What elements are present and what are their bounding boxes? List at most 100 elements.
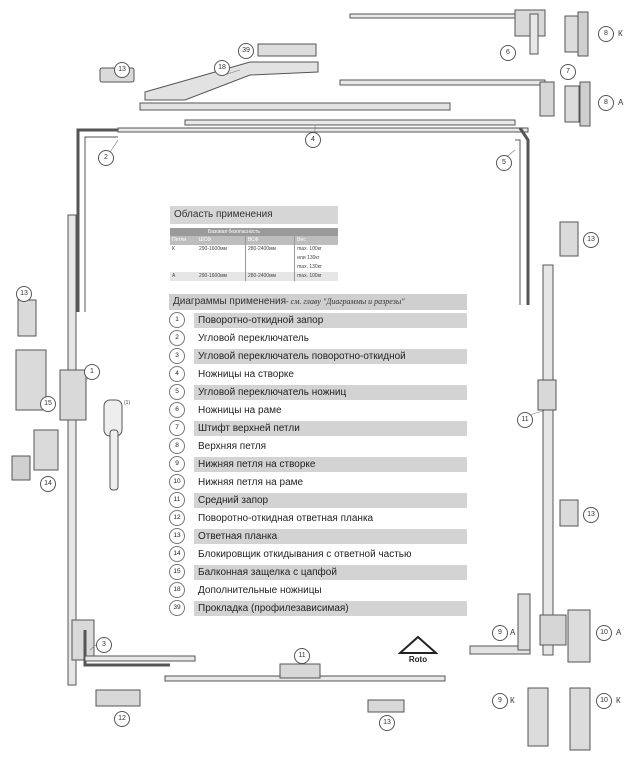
column-header: Вес [294,236,338,245]
item-number-badge: 8 [169,438,185,454]
spacer-part [257,43,317,57]
table-cell: max. 100кг [294,245,338,254]
item-number-badge: 7 [169,420,185,436]
item-label: Ножницы на створке [198,368,294,380]
item-label: Нижняя петля на раме [198,476,304,488]
item-number-badge: 9 [169,456,185,472]
callout-10: 10 [596,693,612,709]
list-item: 7 Штифт верхней петли [169,420,467,436]
list-item: 10 Нижняя петля на раме [169,474,467,490]
list-item: 11 Средний запор [169,492,467,508]
item-label: Дополнительные ножницы [198,584,322,596]
logo-text: Roto [409,655,427,664]
callout-9: 9 [492,693,508,709]
callout-10: 10 [596,625,612,641]
item-number-badge: 3 [169,348,185,364]
item-number-badge: 14 [169,546,185,562]
item-label: Угловой переключатель поворотно-откидной [194,348,467,364]
callout-7: 7 [560,64,576,80]
item-number-badge: 11 [169,492,185,508]
application-area-title: Область применения [170,206,338,224]
table-cell [244,254,295,263]
bottom-hinge-frame-a [539,609,591,663]
sash-scissors-part [139,102,516,126]
callout-letter-k: К [510,696,515,705]
item-number-badge: 10 [169,474,185,490]
item-number-badge: 5 [169,384,185,400]
list-item: 13 Ответная планка [169,528,467,544]
roto-logo: Roto [398,635,438,664]
table-cell: 290-1600мм [198,246,227,252]
item-label: Поворотно-откидной запор [194,312,467,328]
strike-plate-right-bottom [559,499,579,527]
item-number-badge: 18 [169,582,185,598]
list-item: 3 Угловой переключатель поворотно-откидно… [169,348,467,364]
callout-14: 14 [40,476,56,492]
callout-18: 18 [214,60,230,76]
tilt-blocker-strike [11,455,31,481]
table-cell [170,263,197,272]
bottom-hinge-frame-k [569,687,591,751]
diagrams-list: Диаграммы применения- см. главу "Диаграм… [169,294,467,616]
callout-3: 3 [96,637,112,653]
callout-letter-a: А [618,98,624,107]
table-cell: 290-1600мм [198,273,227,279]
callout-13: 13 [583,232,599,248]
table-cell: 280-2400мм [244,245,295,254]
callout-13: 13 [583,507,599,523]
item-label: Ножницы на раме [198,404,282,416]
list-item: 14 Блокировщик откидывания с ответной час… [169,546,467,562]
item-number-badge: 15 [169,564,185,580]
callout-8: 8 [598,26,614,42]
callout-13: 13 [379,715,395,731]
callout-8: 8 [598,95,614,111]
window-handle [103,399,123,491]
table-cell [244,263,295,272]
item-label: Штифт верхней петли [194,420,467,436]
table-cell: К [172,246,175,252]
item-label: Прокладка (профилезависимая) [194,600,467,616]
list-item: 4 Ножницы на створке [169,366,467,382]
item-label: Ответная планка [194,528,467,544]
callout-6: 6 [500,45,516,61]
tilt-blocker-part [33,429,59,471]
callout-letter-k: К [616,696,621,705]
item-label: Верхняя петля [198,440,267,452]
table-cell: max. 130кг [294,263,338,272]
handle-note: (1) [124,400,131,406]
item-label: Угловой переключатель [198,332,309,344]
callout-13: 13 [16,286,32,302]
application-area-grid: Петли ШСФ ВСФ Вес К 290-1600мм 280-2400м… [170,236,338,281]
list-item: 9 Нижняя петля на створке [169,456,467,472]
top-hinge-part-a [564,81,591,127]
column-header: ШСФ [196,236,246,245]
frame-scissors-part [349,9,546,55]
item-label: Блокировщик откидывания с ответной часть… [198,548,412,560]
turn-tilt-lock-rod [59,214,95,686]
strike-plate-bottom [367,699,405,713]
callout-5: 5 [496,155,512,171]
item-label: Нижняя петля на створке [194,456,467,472]
list-item: 8 Верхняя петля [169,438,467,454]
callout-12: 12 [114,711,130,727]
item-label: Средний запор [194,492,467,508]
table-cell [197,254,245,263]
item-number-badge: 13 [169,528,185,544]
turn-tilt-strike-plate [95,689,141,707]
callout-2: 2 [98,150,114,166]
callout-15: 15 [40,396,56,412]
callout-13: 13 [114,62,130,78]
diagrams-subtitle: - см. главу "Диаграммы и разрезы" [286,297,405,306]
diagrams-title-text: Диаграммы применения [173,296,287,307]
item-number-badge: 4 [169,366,185,382]
sash-frame-profile [76,127,530,312]
callout-letter-k: К [618,29,623,38]
bottom-corner-drive [83,630,446,682]
table-cell [170,254,197,263]
middle-lock-rod [537,264,557,656]
